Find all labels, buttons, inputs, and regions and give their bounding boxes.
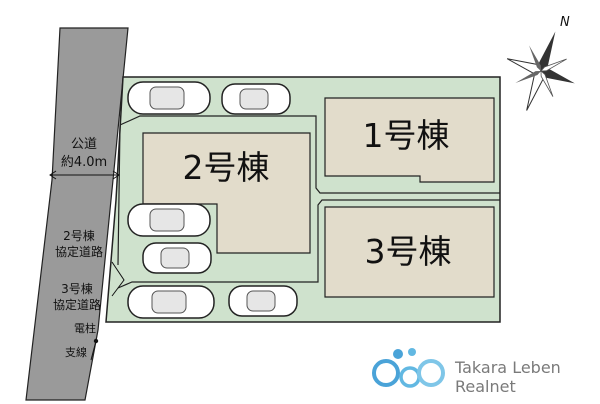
north-label: N [560, 15, 570, 30]
public-road [25, 27, 129, 401]
agreement-road-3-outline [117, 199, 500, 289]
brand-line2: Realnet [455, 377, 516, 396]
agreement-road-3-line2: 協定道路 [53, 297, 101, 312]
car-icon [127, 285, 215, 319]
car-icon [127, 203, 211, 237]
car-icon [221, 83, 291, 115]
compass-icon [506, 31, 575, 111]
agreement-road-3-line1: 3号棟 [61, 281, 93, 296]
car-icon [127, 81, 211, 115]
building-1 [324, 97, 495, 183]
pole-label: 電柱 [74, 321, 96, 335]
shared-drive-outline [117, 115, 500, 266]
building-1-label: 1号棟 [363, 116, 450, 155]
agreement-road-2-line2: 協定道路 [55, 244, 103, 259]
parked-cars [127, 81, 298, 319]
guy-wire-icon [90, 340, 97, 361]
guy-wire-label: 支線 [65, 345, 87, 359]
road-label: 公道 [71, 137, 97, 152]
building-3 [324, 206, 495, 298]
agreement-road-2-line1: 2号棟 [63, 228, 95, 243]
building-2-label: 2号棟 [183, 148, 270, 187]
car-icon [142, 242, 212, 274]
road-width-dimension [49, 170, 120, 180]
brand-logo-icon [372, 348, 445, 388]
road-width-label: 約4.0m [61, 155, 107, 170]
car-icon [228, 285, 298, 317]
building-3-label: 3号棟 [365, 232, 452, 271]
agreement-road-arrow [111, 261, 125, 297]
brand-line1: Takara Leben [454, 358, 561, 377]
